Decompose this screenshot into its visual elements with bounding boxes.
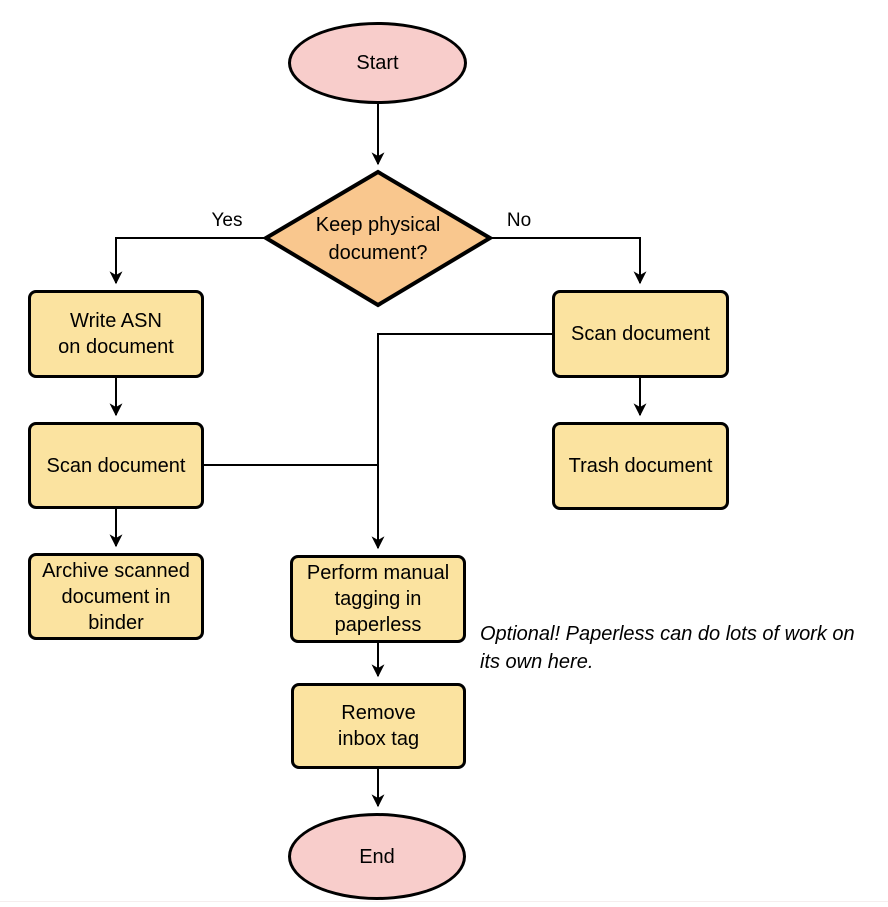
node-tagging-label: Perform manual tagging in paperless xyxy=(306,562,450,636)
bottom-divider xyxy=(0,901,888,902)
node-scan-right: Scan document xyxy=(552,290,729,378)
edge-label-yes-text: Yes xyxy=(211,210,243,231)
node-write-asn-label: Write ASN on document xyxy=(58,310,174,358)
annotation-note-text: Optional! Paperless can do lots of work … xyxy=(480,623,855,673)
connector-scan-right-tagging xyxy=(371,333,552,550)
edge-label-no: No xyxy=(504,210,534,231)
edge-label-no-text: No xyxy=(506,210,532,231)
node-tagging: Perform manual tagging in paperless xyxy=(290,555,466,643)
node-archive: Archive scanned document in binder xyxy=(28,553,204,640)
node-decision-label: Keep physical document? xyxy=(315,214,441,264)
node-start-label: Start xyxy=(356,52,399,74)
edge-label-yes: Yes xyxy=(209,210,245,231)
node-end-label: End xyxy=(359,845,395,868)
node-write-asn: Write ASN on document xyxy=(28,290,204,378)
node-end: End xyxy=(288,813,466,900)
node-archive-label: Archive scanned document in binder xyxy=(42,559,190,634)
node-scan-left: Scan document xyxy=(28,422,204,509)
node-remove-inbox: Remove inbox tag xyxy=(291,683,466,769)
annotation-note: Optional! Paperless can do lots of work … xyxy=(480,592,884,676)
node-decision: Keep physical document? xyxy=(288,200,468,278)
connector-decision-no-scan-right xyxy=(490,237,647,285)
node-remove-inbox-label: Remove inbox tag xyxy=(337,702,420,750)
node-trash: Trash document xyxy=(552,422,729,510)
node-scan-left-label: Scan document xyxy=(46,454,186,477)
node-trash-label: Trash document xyxy=(568,455,713,477)
decision-diamond-shape xyxy=(262,169,494,308)
node-scan-right-label: Scan document xyxy=(571,323,710,345)
connector-decision-yes-write-asn xyxy=(109,237,266,285)
node-start: Start xyxy=(288,22,467,104)
